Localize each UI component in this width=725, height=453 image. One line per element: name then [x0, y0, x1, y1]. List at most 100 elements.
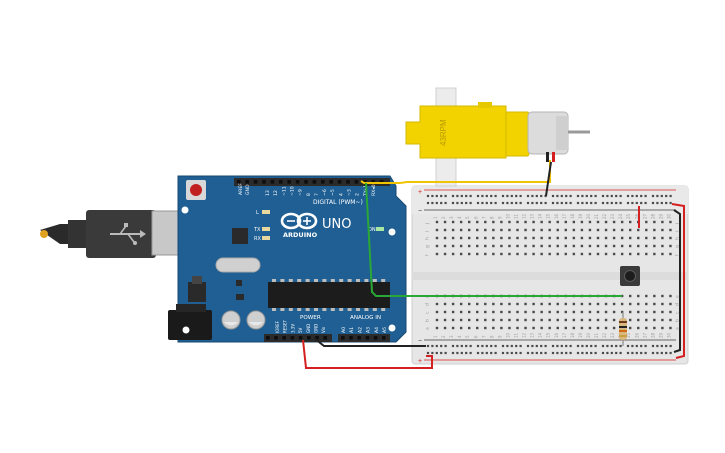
rail-hole: [435, 201, 438, 205]
rail-hole: [665, 201, 668, 205]
mounting-hole-1: [181, 206, 189, 214]
breadboard-hole: [669, 244, 672, 248]
breadboard-hole: [532, 310, 535, 314]
rail-hole: [665, 194, 668, 198]
power-header: [264, 334, 332, 342]
breadboard-hole: [484, 220, 487, 224]
header-socket: [237, 180, 241, 184]
yellow-wire-pin3-to-motor[interactable]: [360, 160, 551, 184]
rail-hole: [601, 201, 605, 205]
breadboard-hole: [532, 252, 535, 256]
rail-hole: [619, 351, 622, 355]
rail-hole: [485, 351, 488, 355]
power-pin-label: Vin: [321, 326, 326, 333]
push-button-cap[interactable]: [624, 270, 636, 282]
breadboard-hole: [435, 220, 439, 224]
green-wire-pin2-to-button[interactable]: [365, 182, 622, 297]
rail-hole: [469, 344, 472, 348]
breadboard-hole: [459, 326, 463, 330]
rail-hole: [594, 344, 597, 348]
breadboard-hole: [435, 236, 439, 240]
breadboard-hole: [669, 252, 672, 256]
top-rail-minus-symbol: −: [418, 208, 422, 215]
breadboard-hole: [629, 294, 632, 298]
row-letter-top-left: i: [425, 231, 431, 232]
chip-pin-bottom: [322, 308, 327, 311]
rail-hole: [585, 194, 588, 198]
breadboard-hole: [500, 236, 503, 240]
rail-hole: [626, 194, 630, 198]
breadboard-hole: [645, 302, 648, 306]
analog-pin-label: A4: [374, 327, 380, 333]
breadboard-hole: [556, 252, 559, 256]
rail-hole: [519, 201, 522, 205]
rail-hole: [490, 351, 493, 355]
breadboard-hole: [492, 252, 495, 256]
rail-hole: [460, 194, 463, 198]
breadboard-hole: [476, 236, 479, 240]
breadboard-hole: [476, 252, 479, 256]
breadboard-hole: [629, 220, 632, 224]
rail-hole: [476, 351, 480, 355]
digital-pin-label: ~6: [322, 189, 328, 196]
rail-hole: [585, 344, 588, 348]
rail-hole: [656, 351, 659, 355]
black-wire-motor-to-gnd-rail[interactable]: [545, 161, 552, 197]
breadboard-hole: [548, 326, 551, 330]
rail-hole: [535, 194, 538, 198]
rail-hole: [544, 194, 547, 198]
rail-hole: [585, 201, 588, 205]
rail-hole: [560, 194, 563, 198]
column-number-top: 4: [457, 216, 462, 219]
reset-button[interactable]: [190, 184, 202, 196]
chip-pin-bottom: [272, 308, 276, 311]
rail-hole: [569, 201, 572, 205]
rail-hole: [440, 351, 443, 355]
rail-hole: [610, 351, 613, 355]
red-wire-rail-bridge[interactable]: [671, 203, 685, 359]
rail-hole: [526, 194, 530, 198]
rail-hole: [540, 344, 543, 348]
breadboard-hole: [540, 228, 543, 232]
breadboard-hole: [588, 302, 592, 306]
red-wire-5v-to-rail[interactable]: [302, 339, 433, 369]
breadboard[interactable]: + − − + 11223344556677889910101111121213…: [411, 185, 689, 365]
dc-gear-motor[interactable]: 43RPM: [405, 87, 590, 187]
breadboard-hole: [548, 228, 551, 232]
rail-hole: [435, 351, 438, 355]
column-number-bottom: 21: [594, 332, 599, 338]
rail-hole: [551, 351, 555, 355]
rail-hole: [669, 344, 672, 348]
column-number-bottom: 29: [658, 332, 663, 338]
breadboard-hole: [435, 318, 439, 322]
column-number-bottom: 12: [522, 332, 527, 338]
rail-hole: [576, 194, 580, 198]
row-letter-bottom-right: e: [676, 295, 681, 298]
push-button[interactable]: [620, 266, 640, 286]
rail-hole: [576, 351, 580, 355]
breadboard-hole: [500, 220, 503, 224]
breadboard-hole: [443, 244, 447, 248]
analog-pin-label: A5: [382, 327, 388, 333]
resistor[interactable]: [619, 312, 627, 346]
digital-pin-label: 4: [338, 193, 344, 196]
rail-hole: [490, 201, 493, 205]
breadboard-hole: [540, 244, 543, 248]
digital-pin-label: ~10: [289, 186, 295, 196]
rail-hole: [494, 194, 497, 198]
header-socket: [298, 336, 303, 340]
rail-hole: [526, 351, 530, 355]
black-wire-rail-bridge[interactable]: [673, 209, 681, 353]
rail-hole: [451, 201, 455, 205]
led-l-label: L: [256, 210, 259, 216]
breadboard-hole: [661, 326, 664, 330]
black-wire-gnd-to-rail[interactable]: [313, 337, 426, 347]
atmega-microcontroller: [268, 282, 390, 308]
breadboard-hole: [508, 326, 511, 330]
breadboard-hole: [661, 302, 664, 306]
breadboard-hole: [612, 220, 616, 224]
breadboard-hole: [556, 236, 559, 240]
rail-hole: [494, 201, 497, 205]
resistor-band-4: [619, 335, 627, 337]
